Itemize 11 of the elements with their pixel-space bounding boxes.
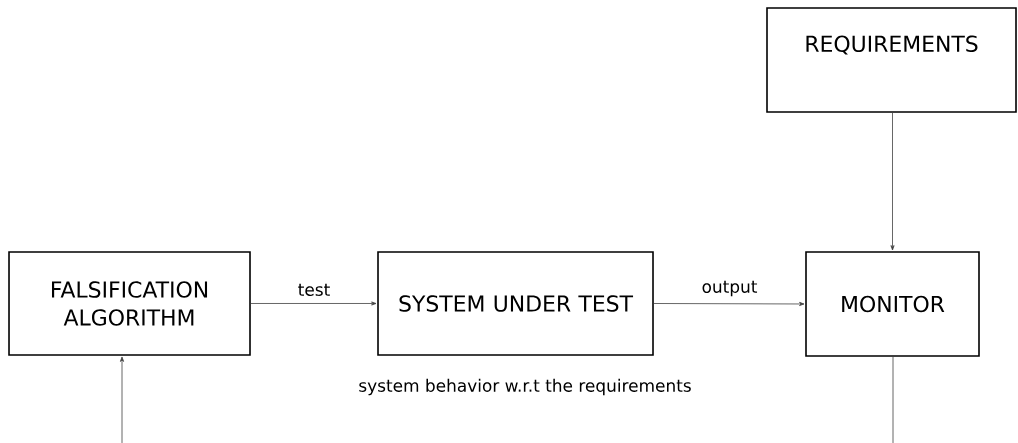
arrow [890,112,895,251]
arrow [120,356,125,443]
process-box: SYSTEM UNDER TEST [377,251,654,356]
arrow [653,301,805,306]
note-text: system behavior w.r.t the requirements [359,378,691,396]
process-box: MONITOR [805,251,980,357]
process-box: FALSIFICATION ALGORITHM [8,251,251,356]
edge-label: output [702,280,758,297]
edge-label: test [298,283,330,296]
process-box: REQUIREMENTS [766,7,1017,113]
arrow [250,301,377,306]
